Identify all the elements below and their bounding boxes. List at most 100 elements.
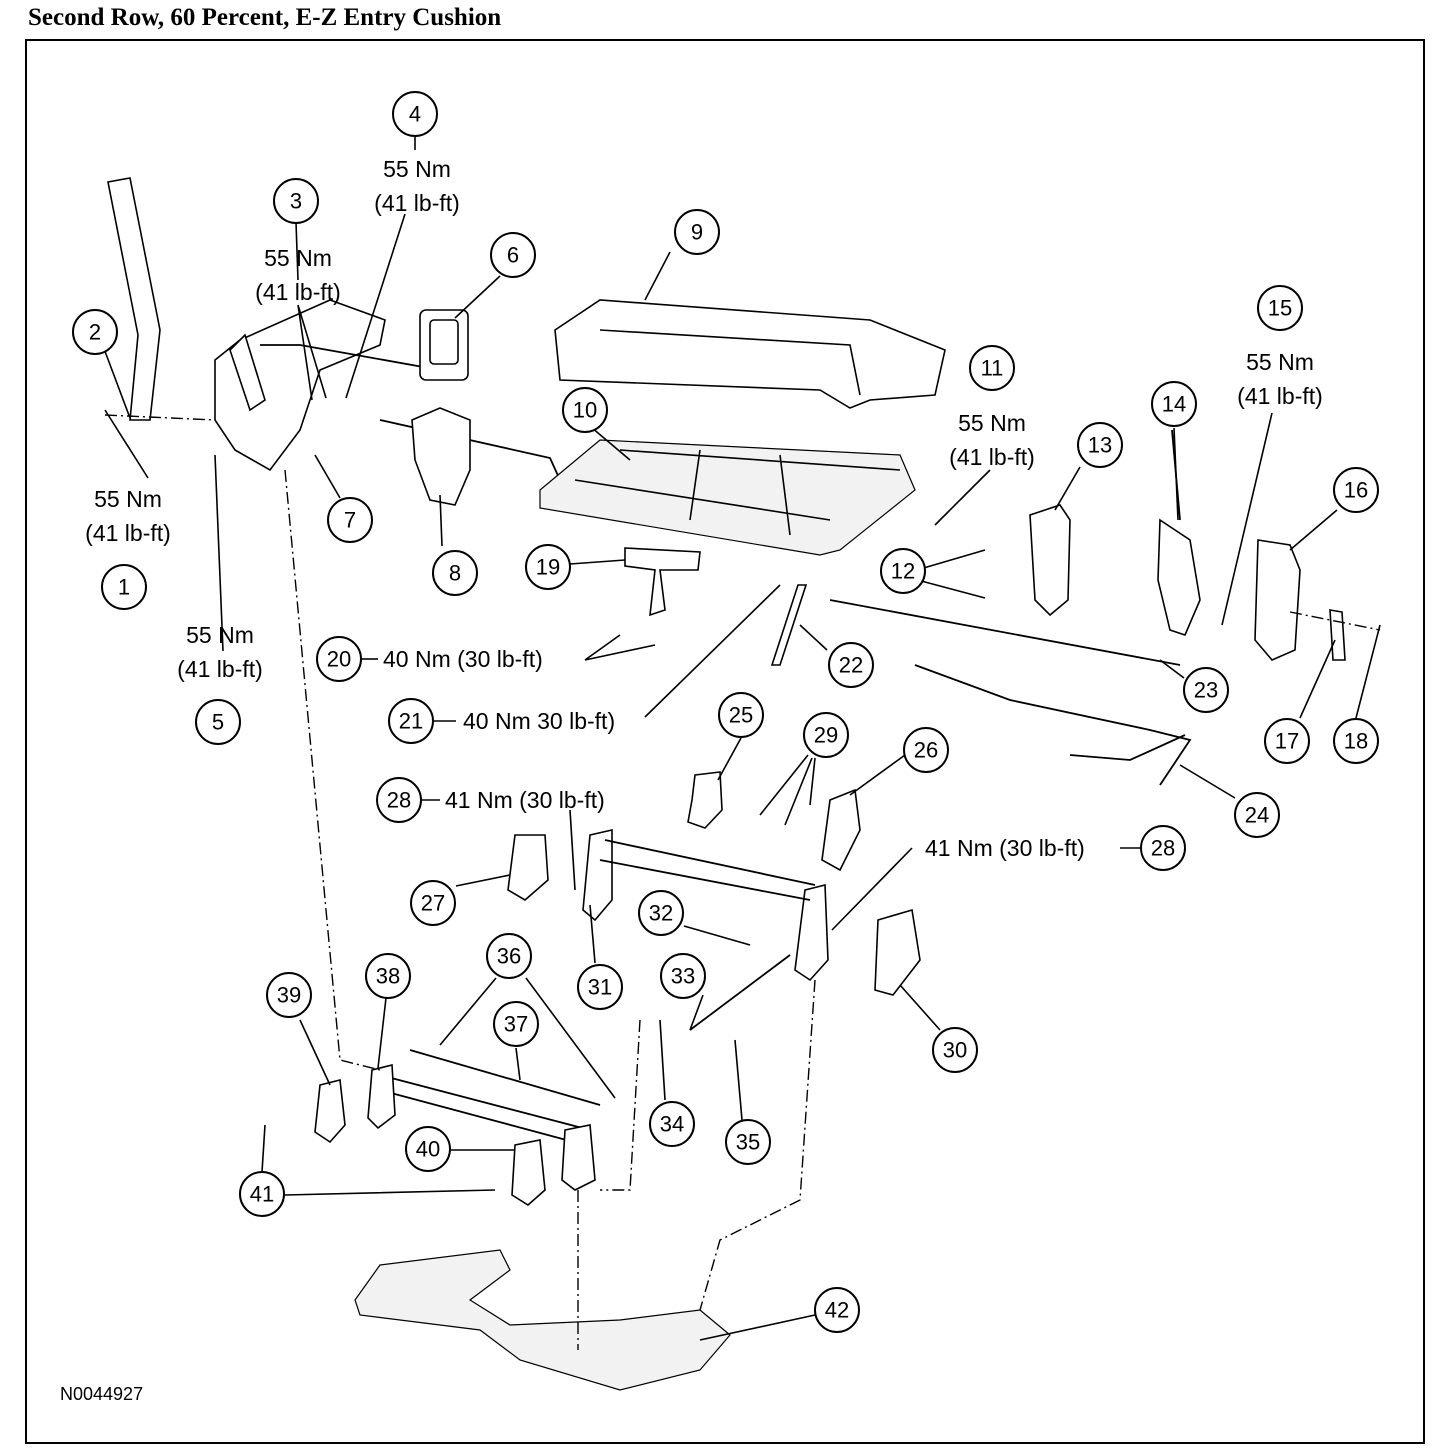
torque-1-nm: 55 Nm [94,486,162,512]
callout-10-label: 10 [573,398,597,423]
strut-33-part [689,954,791,1031]
callout-28b-label: 28 [1151,836,1175,861]
callout-31-label: 31 [588,975,612,1000]
callout-13: 13 [1077,422,1123,468]
callout-26-label: 26 [914,738,938,763]
crossbar-upper [604,839,816,886]
torque-15-lbft: (41 lb-ft) [1237,383,1323,409]
torque-3-lbft: (41 lb-ft) [255,279,341,305]
torque-28a: 41 Nm (30 lb-ft) [445,787,605,813]
callout-33-label: 33 [671,964,695,989]
callout-13-label: 13 [1088,433,1112,458]
callout-5: 5 [195,699,241,745]
callout-23: 23 [1183,667,1229,713]
callout-32: 32 [638,890,684,936]
callout-35: 35 [725,1119,771,1165]
callout-9: 9 [674,209,720,255]
rod-24-part [914,664,1192,786]
torque-11-nm: 55 Nm [958,410,1026,436]
callout-3: 3 [273,178,319,224]
torque-5-nm: 55 Nm [186,622,254,648]
callout-1-label: 1 [118,575,130,600]
callout-17-label: 17 [1275,729,1299,754]
leader-lines [102,135,1381,1341]
callout-20: 20 [316,636,362,682]
callout-14: 14 [1151,381,1197,427]
callout-22-label: 22 [839,653,863,678]
callout-39-label: 39 [277,983,301,1008]
torque-28b: 41 Nm (30 lb-ft) [925,835,1085,861]
bar-37-part [409,1049,601,1106]
torque-1-lbft: (41 lb-ft) [85,520,171,546]
torque-4-nm: 55 Nm [383,156,451,182]
callout-6: 6 [490,232,536,278]
base-plate-part [354,1249,731,1391]
callout-40: 40 [405,1126,451,1172]
lower-crossbar-part [379,1074,591,1146]
cable-23-part [829,599,1181,666]
callout-2: 2 [72,309,118,355]
callout-35-label: 35 [736,1130,760,1155]
torque-15-nm: 55 Nm [1246,349,1314,375]
callout-28a: 28 [376,777,422,823]
callout-28a-label: 28 [387,788,411,813]
side-shield-part [1029,504,1071,617]
callout-15-label: 15 [1268,296,1292,321]
callout-4: 4 [392,91,438,137]
pull-handle-inner [429,319,459,365]
trim-cover-part [411,407,471,506]
diagram-frame [25,39,1425,1444]
callout-15: 15 [1257,285,1303,331]
seat-belt-strap [107,177,161,421]
callout-41-label: 41 [250,1182,274,1207]
callout-8-label: 8 [449,561,461,586]
centerline-right [699,979,816,1311]
centerline-left [284,469,381,1071]
callout-18-label: 18 [1344,729,1368,754]
callout-38: 38 [365,953,411,999]
crossbar-lower [599,859,811,901]
callout-34: 34 [649,1101,695,1147]
callout-5-label: 5 [212,710,224,735]
callout-34-label: 34 [660,1112,684,1137]
callout-3-label: 3 [290,189,302,214]
torque-5-lbft: (41 lb-ft) [177,656,263,682]
diagram-title: Second Row, 60 Percent, E-Z Entry Cushio… [28,4,502,31]
callout-8: 8 [432,550,478,596]
callout-36: 36 [486,933,532,979]
callout-36-label: 36 [497,944,521,969]
figure-code: N0044927 [60,1384,143,1404]
callout-17: 17 [1264,718,1310,764]
callout-4-label: 4 [409,102,421,127]
bracket-38-part [367,1063,396,1130]
callout-25: 25 [718,692,764,738]
bracket-25-part [687,771,723,829]
callout-32-label: 32 [649,901,673,926]
riser-frame-right [794,883,829,982]
centerline-mid [600,1019,641,1191]
callout-18: 18 [1333,718,1379,764]
callout-30: 30 [932,1027,978,1073]
bracket-27-part [507,834,549,901]
bracket-26-part [821,788,861,872]
callout-42: 42 [814,1287,860,1333]
callout-29: 29 [803,712,849,758]
riser-frame-part [582,828,613,922]
callout-38-label: 38 [376,964,400,989]
callout-27-label: 27 [421,891,445,916]
torque-4-lbft: (41 lb-ft) [374,190,460,216]
bracket-40b-part [561,1124,596,1191]
torque-21: 40 Nm 30 lb-ft) [463,708,615,734]
callout-30-label: 30 [943,1038,967,1063]
callout-24: 24 [1234,792,1280,838]
clip-part [1329,609,1346,661]
cushion-frame-part [539,439,916,556]
callout-14-label: 14 [1162,392,1186,417]
callout-20-label: 20 [327,647,351,672]
callout-7-label: 7 [344,508,356,533]
callout-25-label: 25 [729,703,753,728]
callout-42-label: 42 [825,1298,849,1323]
callout-28b: 28 [1140,825,1186,871]
callout-21: 21 [388,698,434,744]
latch-bracket-part [624,547,701,617]
